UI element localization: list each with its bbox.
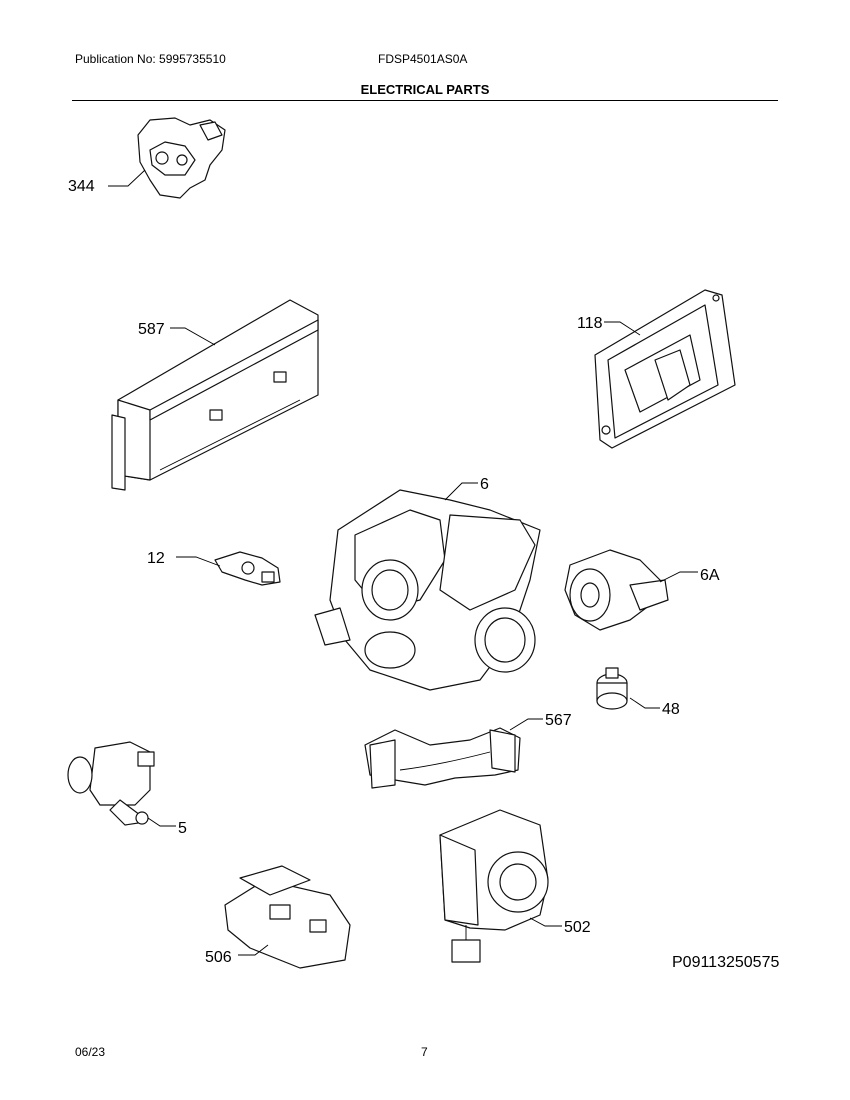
publication-number: Publication No: 5995735510 <box>75 52 226 66</box>
part-6-drawing <box>314 489 541 691</box>
leader-506 <box>238 944 269 956</box>
part-506-drawing <box>224 865 351 969</box>
leader-567 <box>509 718 543 731</box>
part-502-drawing <box>439 809 549 963</box>
header-rule <box>72 100 778 101</box>
part-48-drawing <box>596 667 628 710</box>
callout-502: 502 <box>564 919 591 936</box>
leader-6 <box>444 482 478 501</box>
leader-118 <box>604 321 641 336</box>
part-344-drawing <box>137 117 226 199</box>
leader-502 <box>529 917 562 927</box>
part-12-drawing <box>214 551 281 586</box>
callout-506: 506 <box>205 949 232 966</box>
leader-344 <box>108 169 146 187</box>
section-title: ELECTRICAL PARTS <box>360 82 490 97</box>
footer-page-number: 7 <box>421 1045 428 1059</box>
callout-6A: 6A <box>700 567 720 584</box>
leader-5 <box>147 817 176 827</box>
leader-12 <box>176 556 221 567</box>
callout-587: 587 <box>138 321 165 338</box>
callout-344: 344 <box>68 178 95 195</box>
callout-118: 118 <box>577 315 603 332</box>
figure-code: P09113250575 <box>672 954 780 971</box>
callout-5: 5 <box>178 820 187 837</box>
leader-48 <box>629 697 660 709</box>
part-6A-drawing <box>564 549 669 631</box>
footer-date: 06/23 <box>75 1045 106 1059</box>
callout-6: 6 <box>480 476 489 493</box>
part-567-drawing <box>364 727 521 789</box>
callout-567: 567 <box>545 712 572 729</box>
leader-587 <box>170 327 216 346</box>
part-587-drawing <box>111 299 319 491</box>
model-number: FDSP4501AS0A <box>378 52 468 66</box>
callout-48: 48 <box>662 701 680 718</box>
leader-6A <box>659 571 698 583</box>
part-5-drawing <box>67 741 155 826</box>
part-118-drawing <box>594 289 736 449</box>
callout-12: 12 <box>147 550 165 567</box>
